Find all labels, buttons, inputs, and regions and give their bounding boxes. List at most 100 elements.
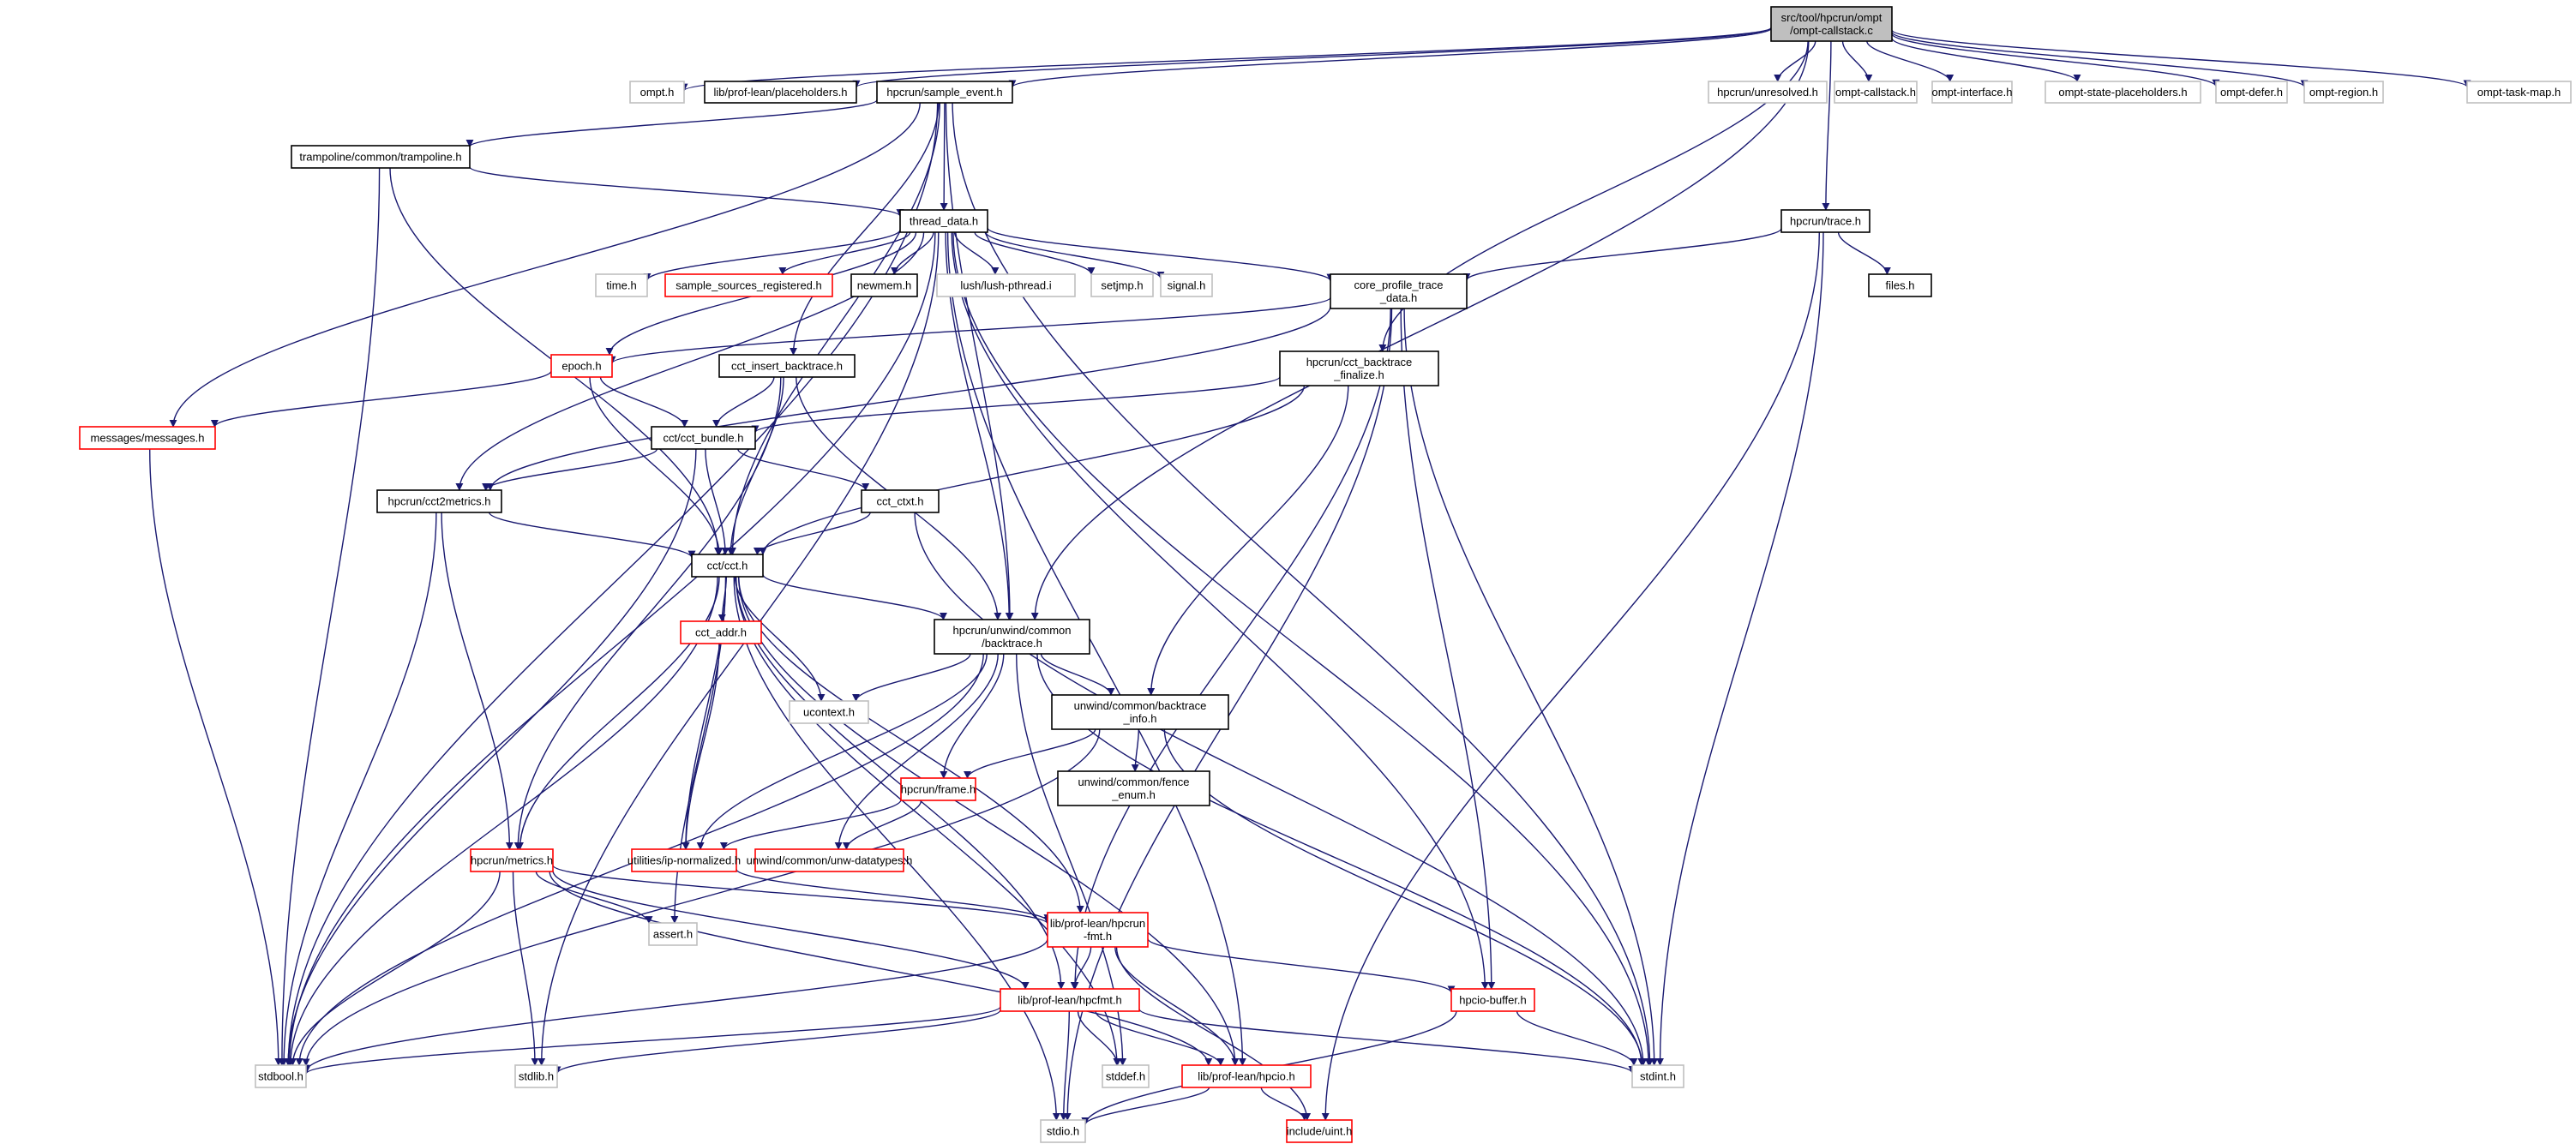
node-backtrace[interactable]: hpcrun/unwind/common/backtrace.h	[934, 619, 1090, 655]
edge-line	[1822, 40, 1832, 211]
node-stdint[interactable]: stdint.h	[1631, 1064, 1684, 1088]
node-box	[1780, 209, 1870, 233]
node-trampoline[interactable]: trampoline/common/trampoline.h	[291, 145, 471, 169]
node-thread-data[interactable]: thread_data.h	[899, 209, 988, 233]
edge-line	[729, 102, 940, 555]
edge-thread_data-to-setjmp	[974, 231, 1096, 275]
node-core-profile[interactable]: core_profile_trace_data.h	[1330, 273, 1468, 309]
node-ompt-interface[interactable]: ompt-interface.h	[1931, 81, 2013, 104]
node-box	[1000, 988, 1140, 1012]
node-stdbool[interactable]: stdbool.h	[255, 1064, 307, 1088]
node-ompt-state-ph[interactable]: ompt-state-placeholders.h	[2045, 81, 2201, 104]
edge-line	[1147, 385, 1349, 696]
node-sample-event[interactable]: hpcrun/sample_event.h	[876, 81, 1013, 104]
edge-line	[842, 800, 922, 850]
edge-ip_normalized-to-hpcrun_fmt	[736, 868, 1052, 923]
node-box	[1868, 273, 1932, 297]
node-newmem[interactable]: newmem.h	[850, 273, 918, 297]
node-cct[interactable]: cct/cct.h	[691, 554, 764, 578]
edge-line	[599, 376, 688, 428]
node-cct-ctxt[interactable]: cct_ctxt.h	[861, 489, 940, 513]
node-box	[470, 848, 554, 872]
node-frame[interactable]: hpcrun/frame.h	[900, 777, 976, 801]
node-messages[interactable]: messages/messages.h	[79, 426, 216, 450]
node-cct-bt-finalize[interactable]: hpcrun/cct_backtrace_finalize.h	[1279, 350, 1439, 386]
edge-hpcfmt-to-stdlib	[553, 1009, 1001, 1075]
node-ip-normalized[interactable]: utilities/ip-normalized.h	[627, 848, 741, 872]
edge-cct-to-metrics	[516, 576, 720, 850]
node-cct-addr[interactable]: cct_addr.h	[680, 620, 762, 644]
node-label: ompt-callstack.h	[1835, 86, 1916, 99]
edge-root-to-ompt_region	[1891, 31, 2309, 88]
node-ompt-callstack-h[interactable]: ompt-callstack.h	[1834, 81, 1918, 104]
node-label: _enum.h	[1111, 788, 1156, 801]
node-label: hpcio-buffer.h	[1459, 994, 1527, 1007]
node-stdlib[interactable]: stdlib.h	[514, 1064, 558, 1088]
node-stdio[interactable]: stdio.h	[1040, 1119, 1086, 1143]
edge-cct_bundle-to-cct2metrics	[482, 448, 658, 491]
node-lush-pthread[interactable]: lush/lush-pthread.i	[936, 273, 1076, 297]
edge-cct_ctxt-to-stdint	[914, 512, 1648, 1066]
node-ompt-task-map[interactable]: ompt-task-map.h	[2466, 81, 2572, 104]
node-hpcrun-fmt[interactable]: lib/prof-lean/hpcrun-fmt.h	[1047, 912, 1149, 948]
node-cct2metrics[interactable]: hpcrun/cct2metrics.h	[376, 489, 502, 513]
edge-line	[736, 868, 1052, 923]
edge-trace-to-uint	[1321, 231, 1820, 1121]
edge-line	[1891, 38, 2081, 82]
edge-thread_data-to-ss_registered	[778, 231, 911, 275]
node-signal[interactable]: signal.h	[1160, 273, 1213, 297]
edge-line	[302, 1006, 1001, 1075]
node-cct-insert-bt[interactable]: cct_insert_backtrace.h	[718, 354, 856, 378]
edge-thread_data-to-stdbool	[285, 231, 936, 1066]
edge-frame-to-ip_normalized	[719, 799, 902, 850]
node-label: messages/messages.h	[91, 432, 205, 445]
node-fence-enum[interactable]: unwind/common/fence_enum.h	[1057, 770, 1210, 806]
node-files[interactable]: files.h	[1868, 273, 1932, 297]
edge-root-to-backtrace	[1030, 40, 1810, 620]
node-metrics[interactable]: hpcrun/metrics.h	[470, 848, 554, 872]
node-cct-bundle[interactable]: cct/cct_bundle.h	[651, 426, 756, 450]
node-box	[629, 81, 685, 104]
node-box	[1708, 81, 1828, 104]
node-unresolved[interactable]: hpcrun/unresolved.h	[1708, 81, 1828, 104]
node-assert[interactable]: assert.h	[648, 922, 698, 946]
edge-line	[1008, 27, 1772, 88]
node-ompt-h[interactable]: ompt.h	[629, 81, 685, 104]
edge-line	[279, 512, 437, 1066]
node-hpcio[interactable]: lib/prof-lean/hpcio.h	[1181, 1064, 1312, 1088]
node-time-h[interactable]: time.h	[595, 273, 648, 297]
node-hpcfmt[interactable]: lib/prof-lean/hpcfmt.h	[1000, 988, 1140, 1012]
edge-root-to-unresolved	[1774, 40, 1816, 82]
node-ompt-region[interactable]: ompt-region.h	[2303, 81, 2384, 104]
node-label: ompt-state-placeholders.h	[2058, 86, 2187, 99]
node-ucontext[interactable]: ucontext.h	[789, 700, 869, 724]
node-label: cct/cct_bundle.h	[664, 432, 744, 445]
node-trace[interactable]: hpcrun/trace.h	[1780, 209, 1870, 233]
node-box	[376, 489, 502, 513]
node-epoch[interactable]: epoch.h	[550, 354, 613, 378]
edge-line	[952, 231, 1653, 1066]
edge-root-to-trace	[1822, 40, 1832, 211]
edge-thread_data-to-lush_pthread	[953, 231, 1000, 275]
node-unw-datatypes[interactable]: unwind/common/unw-datatypes.h	[747, 848, 913, 872]
node-hpcio-buffer[interactable]: hpcio-buffer.h	[1450, 988, 1535, 1012]
edge-line	[1030, 40, 1810, 620]
node-placeholders[interactable]: lib/prof-lean/placeholders.h	[704, 81, 857, 104]
node-ss-registered[interactable]: sample_sources_registered.h	[664, 273, 833, 297]
node-setjmp[interactable]: setjmp.h	[1090, 273, 1154, 297]
edge-line	[465, 99, 878, 147]
node-label: lib/prof-lean/hpcfmt.h	[1018, 994, 1121, 1007]
node-bt-info[interactable]: unwind/common/backtrace_info.h	[1051, 694, 1229, 730]
edge-hpcfmt-to-hpcio	[1095, 1010, 1225, 1066]
edge-line	[737, 448, 870, 491]
node-stddef[interactable]: stddef.h	[1102, 1064, 1150, 1088]
node-uint[interactable]: include/uint.h	[1286, 1119, 1353, 1143]
edge-line	[1516, 1010, 1638, 1066]
node-box	[936, 273, 1076, 297]
node-box	[550, 354, 613, 378]
edge-cct_bundle-to-stdbool	[284, 448, 697, 1066]
edge-thread_data-to-cct2metrics	[455, 231, 925, 491]
node-label: ompt-task-map.h	[2477, 86, 2561, 99]
node-label: /backtrace.h	[982, 637, 1042, 650]
node-ompt-defer[interactable]: ompt-defer.h	[2215, 81, 2288, 104]
